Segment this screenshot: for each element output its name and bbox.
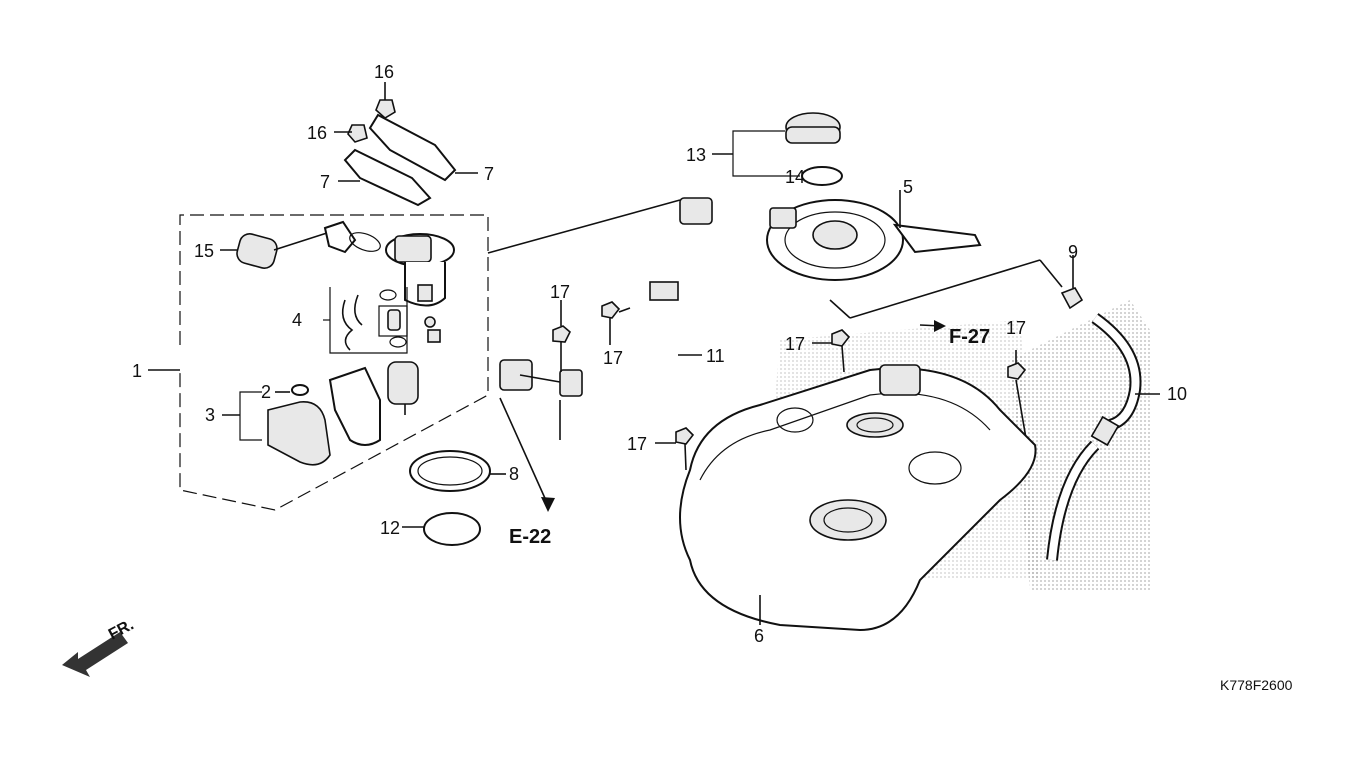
callout-5: 5 [903,177,913,197]
pump-motor [328,361,419,446]
callout-8: 8 [509,464,519,484]
callout-6: 6 [754,626,764,646]
diagram-code: K778F2600 [1220,677,1293,693]
callout-11: 11 [706,346,725,366]
callout-9: 9 [1068,242,1078,262]
fuel-float-part [220,220,381,269]
callout-12: 12 [380,518,400,538]
callout-7b: 7 [484,164,494,184]
callout-10: 10 [1167,384,1187,404]
brackets [334,82,478,207]
callout-4: 4 [292,310,302,330]
front-direction-arrow: FR. [62,616,137,677]
callout-17d: 17 [627,434,647,454]
fuel-filter [222,384,331,466]
reference-f27[interactable]: F-27 [949,326,990,348]
callout-15: 15 [194,241,214,261]
seal-rings [402,450,506,546]
bolt [812,329,851,373]
callout-1: 1 [132,361,142,381]
callout-labels: 1 2 3 4 5 6 7 7 8 9 10 11 12 13 14 15 16… [132,62,1187,646]
callout-7a: 7 [320,172,330,192]
filler-neck-base [766,190,1063,319]
bolt [552,300,571,372]
callout-14: 14 [785,167,805,187]
fuel-hose [487,197,713,440]
bolt [601,301,631,345]
fuel-cap [712,112,843,186]
fuel-tank [679,364,1037,632]
fuel-pump-unit [385,233,455,307]
callout-16a: 16 [374,62,394,82]
bolt [655,427,695,471]
callout-16b: 16 [307,123,327,143]
callout-17b: 17 [603,348,623,368]
callout-17a: 17 [550,282,570,302]
callout-2: 2 [261,382,271,402]
fuel-pump-assembly-box [148,214,489,511]
vent-hose [1046,255,1160,561]
callout-3: 3 [205,405,215,425]
reference-arrows [499,320,946,512]
pump-small-parts [323,287,441,354]
callout-13: 13 [686,145,706,165]
callout-17c: 17 [785,334,805,354]
callout-17e: 17 [1006,318,1026,338]
reference-e22[interactable]: E-22 [509,526,551,548]
